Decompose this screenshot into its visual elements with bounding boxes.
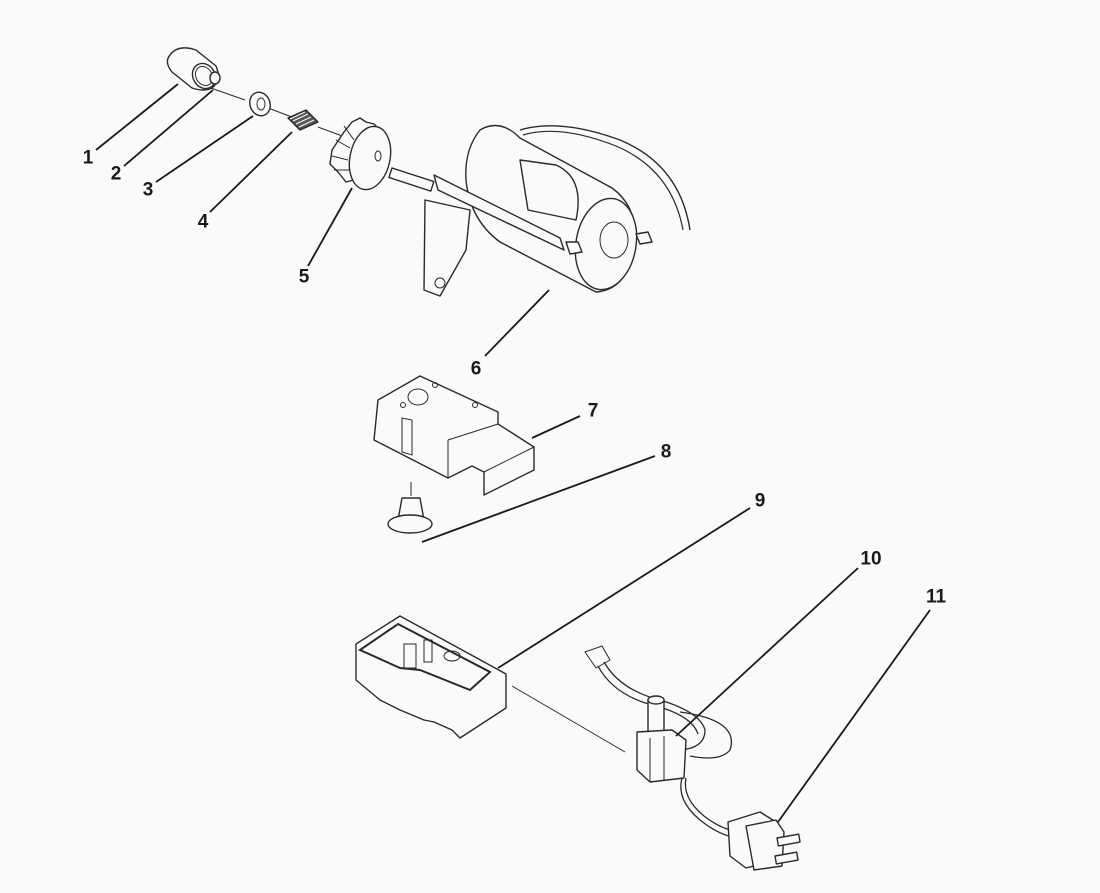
base-housing-part	[355, 615, 626, 753]
axis-line	[511, 685, 626, 753]
callout-6: 6	[470, 358, 482, 380]
callout-1: 1	[82, 147, 94, 169]
callout-9: 9	[754, 490, 766, 512]
callout-2: 2	[110, 163, 122, 185]
axis-line	[317, 126, 346, 138]
axis-line	[267, 107, 293, 118]
motor-assembly-part	[423, 124, 691, 297]
callout-10: 10	[860, 548, 882, 570]
callout-7: 7	[587, 400, 599, 422]
o-ring-part	[209, 71, 221, 85]
callout-5: 5	[298, 266, 310, 288]
cap-sleeve-part	[166, 47, 219, 91]
strain-relief-clip-part	[584, 645, 732, 783]
foot-plug-part	[387, 482, 433, 534]
callout-8: 8	[660, 441, 672, 463]
washer-part	[249, 91, 271, 117]
switch-housing-part	[373, 375, 535, 496]
fan-impeller-part	[329, 117, 435, 192]
spring-part	[287, 109, 319, 131]
callout-3: 3	[142, 179, 154, 201]
leader-lines	[95, 83, 931, 823]
callout-11: 11	[925, 586, 947, 608]
callout-4: 4	[197, 211, 209, 233]
power-plug-cord-part	[680, 777, 801, 871]
